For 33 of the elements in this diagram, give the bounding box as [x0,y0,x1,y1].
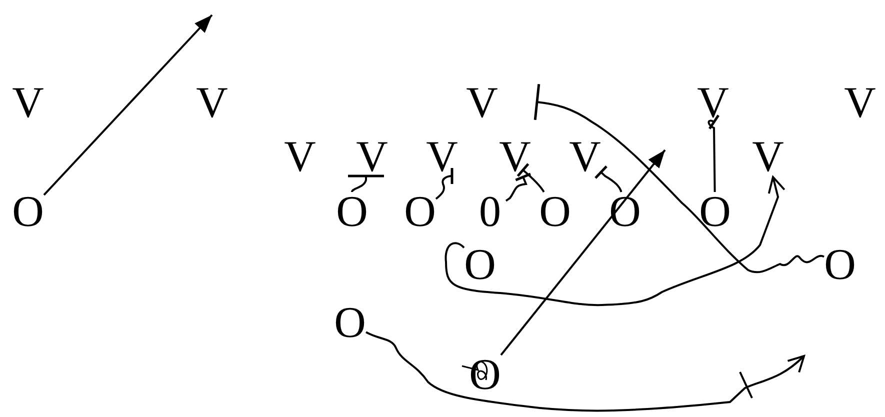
defender-mark: V [356,137,388,177]
defender-mark: V [752,137,784,177]
player-mark: O [539,192,571,232]
player-mark: O [609,192,641,232]
block-line [435,166,454,200]
player-mark: O [404,192,436,232]
block-line [594,165,622,192]
route-arrow [500,149,666,356]
player-mark: O [464,245,496,285]
player-mark: O [699,192,731,232]
route-arrow [365,331,805,412]
route-arrow [444,176,786,306]
defender-mark: V [697,83,729,123]
player-mark: O [824,245,856,285]
player-mark: O [336,192,368,232]
defender-mark: V [569,137,601,177]
defender-mark: V [12,83,44,123]
block-line [346,174,386,192]
defender-mark: V [466,83,498,123]
block-line [505,172,532,202]
player-mark: O [334,303,366,343]
defender-mark: V [426,137,458,177]
player-mark: O [469,355,501,395]
defender-mark: V [196,83,228,123]
block-line [516,162,545,193]
defender-mark: V [499,137,531,177]
block-line [708,114,720,192]
block-line [534,82,824,274]
route-arrow [43,14,213,196]
defender-mark: V [284,137,316,177]
player-mark: O [12,192,44,232]
defender-mark: V [844,83,876,123]
player-mark: 0 [474,192,506,232]
